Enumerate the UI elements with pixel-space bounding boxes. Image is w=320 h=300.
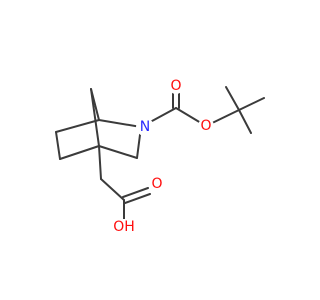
- bond-ch2-to-acid-carbon: [100, 178, 125, 201]
- bond-tert-carbon-to-methyl-top: [225, 86, 240, 111]
- bond-acid-double-2: [124, 193, 151, 204]
- bond-c3-to-bridgehead-bottom: [98, 145, 138, 159]
- atom-o-hydroxyl-label: OH: [113, 219, 135, 235]
- atom-o-hydroxyl: OH: [112, 219, 136, 235]
- atom-n-ring-label: N: [140, 119, 150, 135]
- atom-o-ester-mask: [198, 118, 214, 134]
- bond-c5-to-c6: [55, 131, 61, 160]
- bond-layer: [55, 86, 265, 226]
- atom-o-ester-label: O: [200, 118, 211, 134]
- atom-o-ester: O: [198, 118, 214, 134]
- atom-o-hydroxyl-mask: [112, 219, 136, 235]
- bond-acid-double-1: [122, 187, 149, 198]
- bond-bridgehead-top-to-n: [98, 119, 142, 128]
- atom-label-layer: N O O O OH: [112, 78, 214, 235]
- atom-o-carbonyl-boc-label: O: [170, 78, 181, 94]
- bond-c6-to-bridgehead-bottom: [59, 145, 100, 160]
- molecule-structure: N O O O OH: [55, 78, 265, 235]
- atom-o-carbonyl-boc: O: [168, 78, 184, 94]
- atom-n-ring: N: [136, 118, 154, 136]
- bond-tert-carbon-to-methyl-right: [238, 97, 265, 111]
- bond-tert-carbon-to-methyl-bottom: [238, 109, 252, 134]
- bond-bridgehead-to-ch2: [98, 145, 102, 180]
- atom-n-ring-mask: [136, 118, 154, 136]
- bond-bridgehead-top-to-c5: [55, 119, 100, 133]
- atom-o-carbonyl-acid-mask: [149, 176, 165, 192]
- atom-o-carbonyl-acid: O: [149, 176, 165, 192]
- atom-o-carbonyl-acid-label: O: [151, 176, 162, 192]
- atom-o-carbonyl-boc-mask: [168, 78, 184, 94]
- bond-bridge-to-bridgehead-bottom: [90, 88, 100, 147]
